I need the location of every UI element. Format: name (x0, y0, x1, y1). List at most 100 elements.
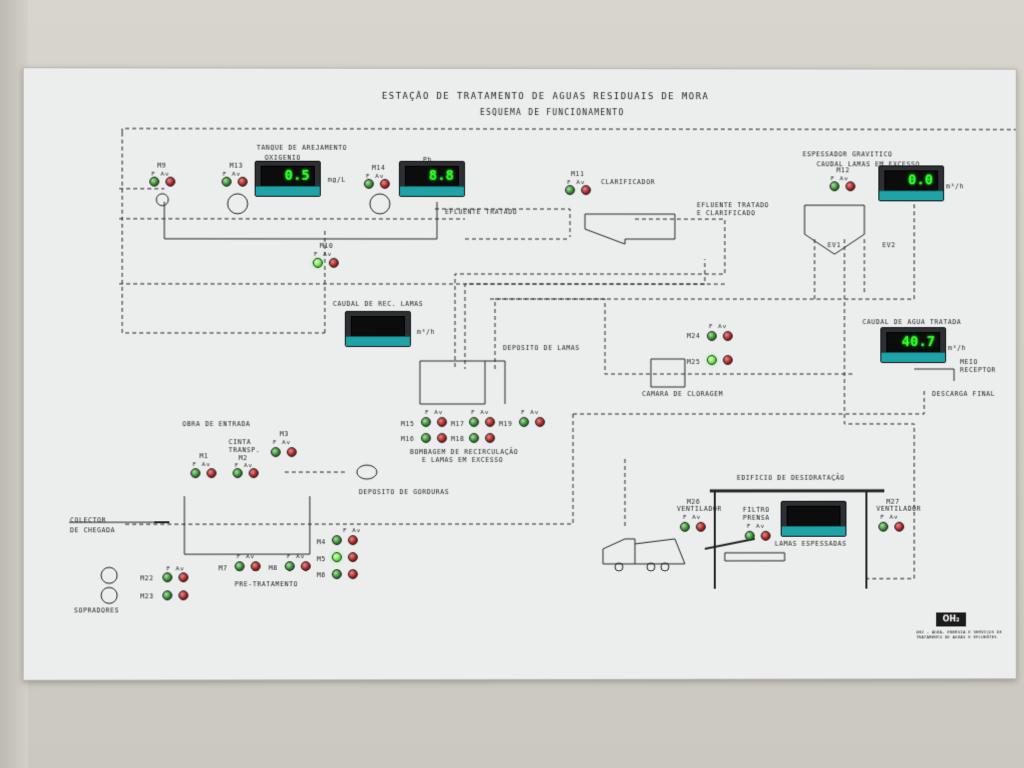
label-camara: CAMARA DE CLORAGEM (642, 391, 723, 398)
label-deposito-lamas: DEPOSITO DE LAMAS (503, 345, 580, 352)
label-lamas-espessadas: LAMAS ESPESSADAS (775, 541, 847, 548)
motor-m12-fault-lamp (830, 181, 840, 191)
motor-m17-label: M17 (451, 421, 465, 428)
motor-m7-alarm-lamp (251, 561, 261, 571)
motor-m24-alarm-lamp (723, 331, 733, 341)
motor-m17-fault-lamp (469, 417, 479, 427)
motor-m5-label: M5 (317, 556, 326, 563)
meter-ph-value: 8.8 (429, 168, 454, 184)
label-cinta-1: CINTA (229, 439, 252, 446)
label-caudal-rec: CAUDAL DE REC. LAMAS (333, 301, 423, 308)
motor-m24-label: M24 (687, 333, 701, 339)
meter-ph: 8.8 (399, 161, 465, 197)
motor-m15-fault-lamp (421, 417, 431, 427)
motor-m10-alarm-lamp (329, 258, 339, 268)
label-m3h-lamas: m³/h (946, 183, 964, 190)
motor-m4-label: M4 (317, 539, 326, 546)
motor-m8-label: M8 (269, 565, 278, 572)
label-cinta-2: TRANSP. (229, 447, 261, 454)
motor-filtro-fav: F Av (747, 523, 765, 530)
label-caudal-agua: CAUDAL DE AGUA TRATADA (862, 319, 961, 326)
motor-m22-fav: F Av (166, 565, 185, 572)
motor-m26-fav: F Av (683, 514, 701, 521)
meter-oxigenio: 0.5 (255, 161, 321, 197)
motor-m2-alarm-lamp (249, 468, 259, 478)
motor-m14-alarm-lamp (380, 179, 390, 189)
label-m3h-rec: m³/h (417, 329, 435, 336)
label-filtro-1: FILTRO (743, 507, 770, 514)
motor-m5-alarm-lamp (348, 552, 358, 562)
motor-m17-fav: F Av (471, 409, 489, 416)
motor-m8-alarm-lamp (301, 561, 311, 571)
motor-m23-label: M23 (140, 593, 154, 600)
label-colector-2: DE CHEGADA (70, 527, 115, 534)
motor-m12-alarm-lamp (845, 181, 855, 191)
motor-m24-fault-lamp (707, 331, 717, 341)
motor-m7-fault-lamp (235, 561, 245, 571)
motor-m19-label: M19 (499, 421, 513, 428)
label-receptor: RECEPTOR (960, 367, 996, 373)
motor-m6-fault-lamp (332, 569, 342, 579)
label-pre-tratamento: PRE-TRATAMENTO (235, 581, 298, 588)
motor-m6-alarm-lamp (348, 569, 358, 579)
motor-m3-fav: F Av (273, 439, 291, 446)
motor-m16-fault-lamp (421, 433, 431, 443)
motor-m25-label: M25 (687, 359, 701, 365)
motor-m4-alarm-lamp (348, 535, 358, 545)
motor-m4-fault-lamp (332, 535, 342, 545)
motor-m1-alarm-lamp (207, 468, 217, 478)
motor-m22-fault-lamp (162, 572, 172, 582)
label-m3h-agua: m³/h (948, 345, 966, 351)
label-tanque-arejamento: TANQUE DE AREJAMENTO (257, 145, 347, 152)
label-sopradores: SOPRADORES (74, 607, 119, 614)
synoptic-panel: ESTAÇÃO DE TRATAMENTO DE AGUAS RESIDUAIS… (23, 67, 1017, 681)
motor-m18-fault-lamp (469, 433, 479, 443)
motor-m11-fault-lamp (565, 185, 575, 195)
label-obra-entrada: OBRA DE ENTRADA (182, 421, 250, 428)
motor-m13-fault-lamp (222, 177, 232, 187)
label-filtro-2: PRENSA (743, 515, 770, 522)
label-ventilador-m27: VENTILADOR (876, 506, 921, 513)
meter-lamas-excesso: 0.0 (878, 165, 944, 201)
motor-m22-alarm-lamp (178, 572, 188, 582)
motor-m8-fav: F Av (287, 553, 305, 560)
motor-m10-fav: F Av (314, 251, 332, 258)
motor-m10-fault-lamp (313, 258, 323, 268)
meter-rec-lamas (345, 311, 411, 347)
motor-m13-alarm-lamp (238, 177, 248, 187)
motor-m3-alarm-lamp (287, 447, 297, 457)
motor-m16-label: M16 (401, 436, 415, 443)
motor-m19-fav: F Av (521, 409, 539, 416)
motor-m22-label: M22 (140, 575, 154, 582)
label-colector-1: COLECTOR (70, 517, 106, 524)
motor-m18-label: M18 (451, 436, 465, 443)
motor-m27-alarm-lamp (894, 522, 904, 532)
label-edificio: EDIFICIO DE DESIDRATAÇÃO (737, 475, 845, 482)
label-ventilador-m26: VENTILADOR (677, 506, 722, 513)
motor-m15-label: M15 (401, 421, 415, 428)
motor-m9-label: M9 (157, 163, 166, 170)
label-mgl: mg/L (328, 177, 346, 184)
meter-filtro (781, 501, 847, 537)
motor-m25-alarm-lamp (723, 355, 733, 365)
motor-m1-fav: F Av (192, 461, 211, 468)
meter-oxigenio-value: 0.5 (284, 168, 309, 184)
motor-m12-label: M12 (836, 167, 850, 174)
motor-m26-fault-lamp (680, 522, 690, 532)
label-descarga: DESCARGA FINAL (932, 391, 995, 397)
filtro-fault-lamp (745, 531, 755, 541)
label-ev2: EV2 (882, 242, 895, 248)
motor-m1-label: M1 (199, 453, 208, 460)
motor-m2-fault-lamp (233, 468, 243, 478)
meter-agua-tratada-value: 40.7 (902, 334, 936, 350)
motor-m19-alarm-lamp (535, 417, 545, 427)
motor-m11-alarm-lamp (581, 185, 591, 195)
motor-m9-alarm-lamp (165, 177, 175, 187)
motor-m15-fav: F Av (425, 409, 443, 416)
label-meio: MEIO (960, 359, 978, 365)
motor-m7-fav: F Av (237, 553, 256, 560)
label-efluente-tratado: EFLUENTE TRATADO (445, 209, 517, 216)
motor-m27-fav: F Av (880, 514, 898, 521)
meter-lamas-excesso-value: 0.0 (908, 172, 933, 188)
meter-agua-tratada: 40.7 (880, 327, 946, 363)
